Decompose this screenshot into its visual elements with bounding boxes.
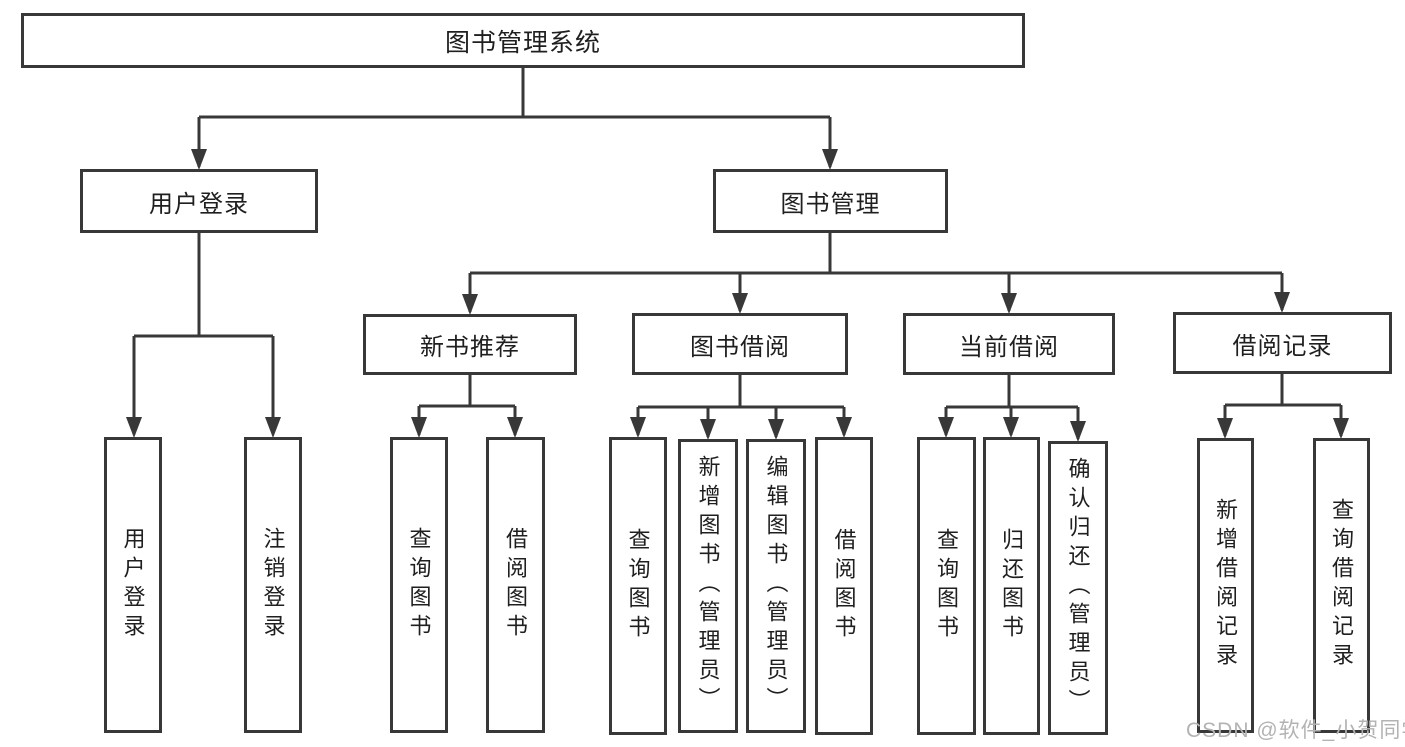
node-borrow-records: 借阅记录: [1173, 312, 1392, 374]
node-user-login: 用户登录: [80, 169, 318, 233]
leaf-bb-borrow-book-label: 借阅图书: [831, 527, 857, 645]
leaf-cb-confirm-return-admin: 确认归还（管理员）: [1048, 441, 1108, 735]
leaf-logout-login-label: 注销登录: [260, 526, 286, 644]
node-new-book-recommend-label: 新书推荐: [420, 334, 520, 361]
leaf-cb-confirm-return-admin-label: 确认归还（管理员）: [1065, 457, 1091, 719]
leaf-user-login: 用户登录: [104, 437, 162, 733]
leaf-br-query-record-label: 查询借阅记录: [1329, 498, 1355, 673]
node-new-book-recommend: 新书推荐: [363, 314, 577, 375]
leaf-cb-query-book-label: 查询图书: [934, 527, 960, 645]
node-root: 图书管理系统: [21, 13, 1025, 68]
leaf-cb-query-book: 查询图书: [917, 437, 976, 735]
leaf-bb-query-book-label: 查询图书: [625, 527, 651, 645]
leaf-logout-login: 注销登录: [244, 437, 302, 733]
leaf-rec-borrow-book: 借阅图书: [486, 437, 545, 733]
leaf-br-add-record: 新增借阅记录: [1197, 438, 1254, 733]
leaf-cb-return-book-label: 归还图书: [999, 527, 1025, 645]
leaf-rec-borrow-book-label: 借阅图书: [503, 526, 529, 644]
node-current-borrow: 当前借阅: [903, 313, 1115, 375]
leaf-br-query-record: 查询借阅记录: [1313, 438, 1370, 733]
leaf-user-login-label: 用户登录: [120, 526, 146, 644]
node-book-management-label: 图书管理: [780, 190, 881, 218]
leaf-bb-edit-book-admin: 编辑图书（管理员）: [746, 439, 806, 733]
leaf-rec-query-book: 查询图书: [390, 437, 448, 733]
leaf-bb-edit-book-admin-label: 编辑图书（管理员）: [763, 455, 789, 717]
leaf-bb-add-book-admin: 新增图书（管理员）: [678, 439, 738, 733]
node-root-label: 图书管理系统: [444, 28, 601, 57]
node-borrow-records-label: 借阅记录: [1232, 332, 1333, 360]
leaf-bb-borrow-book: 借阅图书: [815, 437, 873, 735]
leaf-rec-query-book-label: 查询图书: [406, 526, 432, 644]
node-book-management: 图书管理: [713, 169, 948, 233]
node-current-borrow-label: 当前借阅: [959, 333, 1059, 361]
node-book-borrow: 图书借阅: [632, 313, 848, 375]
leaf-bb-query-book: 查询图书: [609, 437, 667, 735]
leaf-br-add-record-label: 新增借阅记录: [1213, 498, 1239, 673]
leaf-cb-return-book: 归还图书: [983, 437, 1040, 735]
csdn-watermark: CSDN @软件_小贺同学: [1186, 719, 1405, 742]
node-user-login-label: 用户登录: [149, 190, 249, 218]
leaf-bb-add-book-admin-label: 新增图书（管理员）: [695, 455, 721, 717]
node-book-borrow-label: 图书借阅: [690, 333, 790, 361]
arrowheads: [126, 149, 1349, 442]
